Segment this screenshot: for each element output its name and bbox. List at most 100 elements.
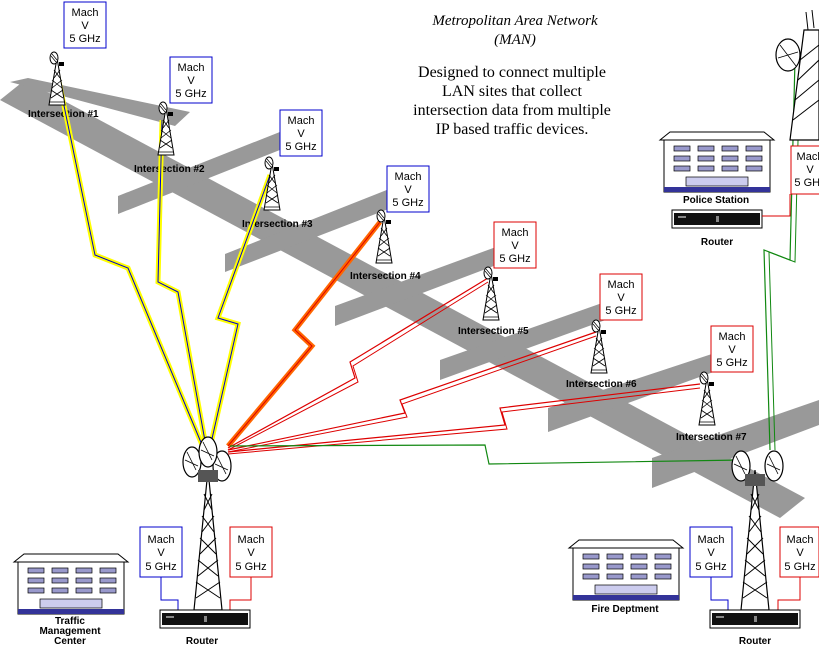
svg-text:V: V [247,547,255,559]
svg-text:V: V [297,128,305,140]
description-line: Designed to connect multiple [418,64,606,81]
svg-text:Mach: Mach [178,62,205,74]
fire-department-site: Fire Deptment Mach V 5 GHz Mach V 5 GHz … [568,450,819,647]
svg-text:5 GHz: 5 GHz [499,253,530,265]
svg-text:Mach: Mach [238,534,265,546]
svg-text:V: V [157,547,165,559]
road-cross-5 [440,296,622,380]
dish-icon [198,436,218,468]
svg-text:V: V [617,292,625,304]
mach-v-box: Mach V 5 GHz [710,325,754,373]
link-intersection-7 [227,383,701,453]
router-icon [671,209,763,229]
svg-text:5 GHz: 5 GHz [175,88,206,100]
router-label: Router [701,237,733,248]
mach-v-box: Mach V 5 GHz [493,221,537,269]
svg-text:Mach: Mach [502,227,529,239]
road-cross-2 [118,124,300,214]
mach-v-box: Mach V 5 GHz [229,526,273,578]
tmc-building-icon [13,553,129,615]
mach-v-box: Mach V 5 GHz [63,1,107,49]
intersection-label-7: Intersection #7 [676,432,747,443]
intersection-label-6: Intersection #6 [566,379,637,390]
mach-v-box: Mach V 5 GHz [139,526,183,578]
road-cross-3 [225,180,412,272]
router-label: Router [186,636,218,647]
description-line: IP based traffic devices. [436,121,589,138]
mach-v-box: Mach V 5 GHz [779,526,819,578]
mach-v-box: Mach V 5 GHz [169,56,213,104]
title-block: Metropolitan Area Network (MAN) Designed… [413,13,611,138]
police-station-label: Police Station [683,195,749,206]
road-cross-7 [652,400,819,488]
svg-text:V: V [81,20,89,32]
tmc-label-line1: Traffic [55,616,85,627]
svg-text:Mach: Mach [797,151,819,163]
traffic-management-site: Traffic Management Center Mach V 5 GHz M… [13,436,273,647]
svg-text:V: V [796,547,804,559]
police-tower-icon [775,9,819,141]
tmc-label-line3: Center [54,636,86,647]
link-intersection-5 [227,277,489,449]
svg-text:Mach: Mach [148,534,175,546]
svg-text:5 GHz: 5 GHz [784,561,815,573]
diagram-title: Metropolitan Area Network [431,13,598,29]
link-tmc-to-fire [229,444,743,465]
svg-text:Mach: Mach [719,331,746,343]
svg-text:5 GHz: 5 GHz [285,141,316,153]
road-cross-6 [548,348,730,432]
fire-building-icon [568,539,684,601]
link-intersection-6 [227,331,597,451]
diagram-subtitle: (MAN) [494,32,536,48]
router-icon [709,609,801,629]
intersection-label-3: Intersection #3 [242,219,313,230]
tmc-tower-icon [193,469,223,611]
svg-text:Mach: Mach [787,534,814,546]
description-line: LAN sites that collect [442,83,583,100]
tower-icon [482,266,500,321]
mach-v-box: Mach V 5 GHz [599,273,643,321]
tower-icon [590,319,608,374]
description-line: intersection data from multiple [413,102,611,119]
svg-text:Mach: Mach [288,115,315,127]
svg-text:V: V [511,240,519,252]
router-label: Router [739,636,771,647]
svg-text:V: V [806,164,814,176]
svg-text:5 GHz: 5 GHz [695,561,726,573]
router-icon [159,609,251,629]
tower-icon [698,371,716,426]
tmc-label-line2: Management [39,626,101,637]
mach-v-box: Mach V 5 GHz [279,109,323,157]
svg-text:Mach: Mach [608,279,635,291]
police-station-site: Police Station Router Mach V 5 GHz [659,9,819,248]
svg-text:V: V [187,75,195,87]
svg-text:Mach: Mach [698,534,725,546]
svg-text:5 GHz: 5 GHz [716,357,747,369]
svg-text:Mach: Mach [395,171,422,183]
mach-v-box: Mach V 5 GHz [386,165,430,213]
intersection-label-5: Intersection #5 [458,326,529,337]
svg-text:5 GHz: 5 GHz [392,197,423,209]
roads [0,78,819,518]
svg-text:V: V [728,344,736,356]
svg-text:5 GHz: 5 GHz [605,305,636,317]
intersection-label-2: Intersection #2 [134,164,205,175]
svg-text:V: V [707,547,715,559]
intersection-label-4: Intersection #4 [350,271,421,282]
svg-text:5 GHz: 5 GHz [235,561,266,573]
fire-department-label: Fire Deptment [591,604,659,615]
svg-text:5 GHz: 5 GHz [794,177,819,189]
road-cross-4 [335,240,515,326]
svg-text:Mach: Mach [72,7,99,19]
tower-icon [48,51,66,106]
tower-icon [375,209,393,264]
svg-text:5 GHz: 5 GHz [69,33,100,45]
svg-text:5 GHz: 5 GHz [145,561,176,573]
police-building-icon [659,131,775,193]
mach-v-box: Mach V 5 GHz [790,145,819,195]
wireless-links [54,59,801,465]
svg-text:V: V [404,184,412,196]
mach-v-box: Mach V 5 GHz [689,526,733,578]
radio-boxes: Mach V 5 GHz Mach V 5 GHz Mach V 5 GHz M… [63,1,754,373]
